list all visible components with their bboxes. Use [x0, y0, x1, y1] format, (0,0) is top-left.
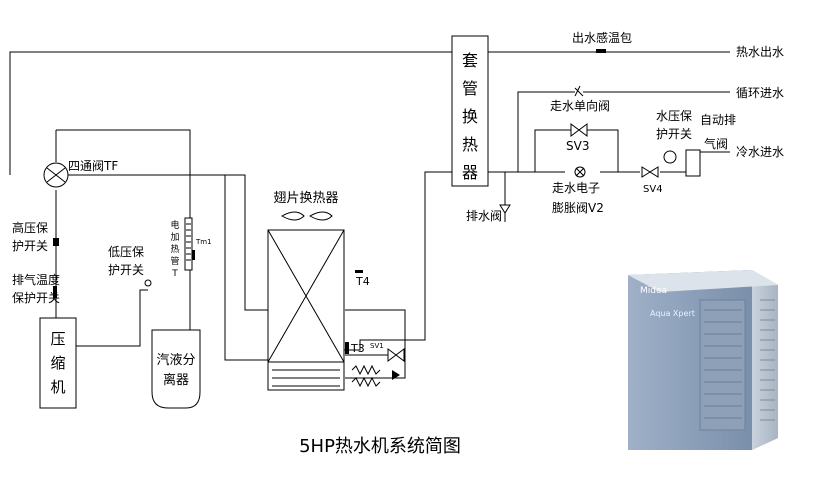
check-valve: 走水单向阀	[550, 85, 610, 113]
compressor-label-1: 压	[50, 330, 65, 348]
hx-label-3: 换	[462, 107, 478, 126]
outlet-sensor: 出水感温包	[572, 30, 632, 53]
electric-heater: 电 加 热 管 T Tm1	[170, 217, 212, 279]
compressor-label-2: 缩	[50, 354, 65, 372]
lp-switch-label-1: 低压保	[108, 245, 144, 259]
gas-liquid-separator: 汽液分 离器	[151, 329, 201, 409]
heater-label-3: 热	[170, 243, 179, 255]
lp-switch-label-2: 护开关	[108, 263, 144, 277]
check-valve-label: 走水单向阀	[550, 98, 610, 113]
sv4-valve: SV4	[641, 166, 663, 195]
hot-water-out-label: 热水出水	[736, 45, 784, 59]
diagram-title: 5HP热水机系统简图	[299, 436, 461, 457]
four-way-valve-label: 四通阀TF	[68, 159, 118, 173]
sv1-label: SV1	[370, 342, 384, 350]
heater-label-1: 电	[170, 219, 179, 231]
auto-vent-label-2: 气阀	[704, 136, 728, 151]
compressor: 压 缩 机	[39, 317, 77, 409]
exhaust-switch-label-1: 排气温度	[12, 272, 60, 287]
hx-label-4: 热	[462, 135, 478, 154]
auto-vent-valve: 自动排 气阀	[685, 113, 736, 177]
hp-switch: 高压保 护开关	[12, 220, 59, 253]
wps-label-1: 水压保	[656, 109, 692, 123]
hx-label-2: 管	[462, 79, 478, 98]
unit-photo: Midea Aqua Xpert	[628, 270, 778, 450]
t4-label: T4	[355, 275, 370, 288]
piping	[9, 51, 730, 379]
eev-valve: 走水电子 膨胀阀V2	[552, 166, 604, 215]
hx-label-5: 器	[462, 163, 478, 182]
separator-label-1: 汽液分	[156, 353, 195, 368]
exhaust-switch-label-2: 保护开关	[12, 291, 60, 305]
heater-label-5: T	[171, 269, 178, 279]
eev-label-1: 走水电子	[552, 181, 600, 195]
four-way-valve: 四通阀TF	[43, 159, 118, 188]
heater-label-4: 管	[170, 255, 179, 267]
sv1-valve: SV1	[351, 342, 405, 388]
tm-label: Tm1	[195, 238, 212, 246]
wps-label-2: 护开关	[656, 127, 692, 141]
drain-valve-label: 排水阀	[466, 209, 502, 223]
outlet-sensor-label: 出水感温包	[572, 30, 632, 45]
eev-label-2: 膨胀阀V2	[552, 201, 604, 215]
coaxial-heat-exchanger: 套 管 换 热 器	[451, 35, 489, 187]
sv3-label: SV3	[566, 139, 589, 153]
fin-heat-exchanger: 翅片换热器 T4 T3	[267, 190, 370, 391]
lp-switch: 低压保 护开关	[108, 245, 152, 287]
unit-brand: Midea	[640, 286, 667, 296]
hp-switch-label-2: 护开关	[12, 239, 48, 253]
hx-label-1: 套	[462, 51, 478, 70]
t3-label: T3	[350, 342, 365, 355]
sv3-valve: SV3	[566, 123, 589, 153]
hp-switch-label-1: 高压保	[12, 220, 48, 235]
cold-in-label: 冷水进水	[736, 145, 784, 159]
compressor-label-3: 机	[50, 378, 65, 396]
drain-valve: 排水阀	[466, 204, 511, 223]
auto-vent-label-1: 自动排	[700, 113, 736, 127]
sv4-label: SV4	[643, 184, 663, 195]
exhaust-temp-switch: 排气温度 保护开关	[12, 272, 60, 305]
separator-label-2: 离器	[163, 372, 189, 388]
unit-badge: Aqua Xpert	[650, 309, 695, 318]
circ-in-label: 循环进水	[736, 86, 784, 100]
water-pressure-switch: 水压保 护开关	[656, 109, 692, 164]
fin-hx-label: 翅片换热器	[273, 190, 338, 206]
heater-label-2: 加	[170, 232, 179, 243]
